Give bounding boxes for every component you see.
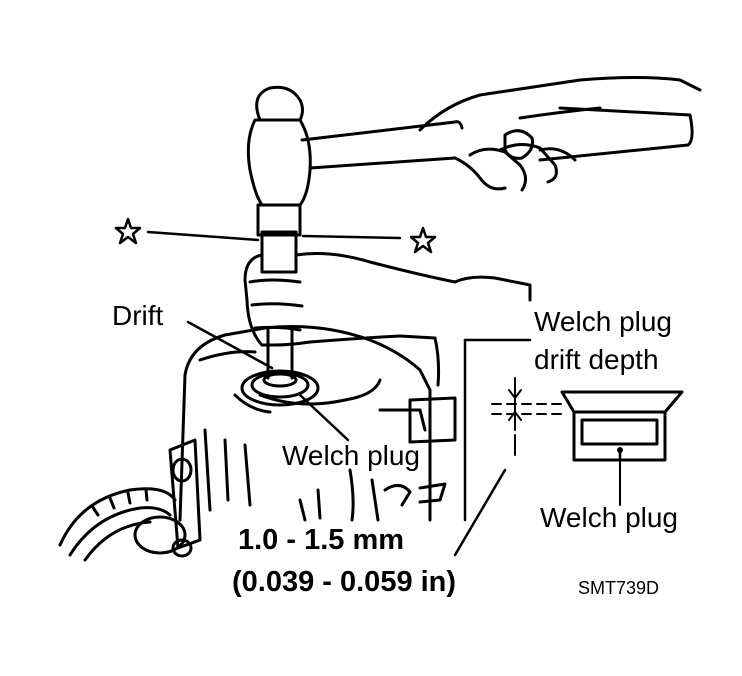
leader-lines bbox=[186, 320, 350, 442]
welch-plug-label: Welch plug bbox=[282, 440, 421, 471]
star-right-icon bbox=[409, 226, 437, 254]
impact-star-icons bbox=[114, 217, 437, 254]
side-mount-boss bbox=[168, 438, 202, 558]
hammer bbox=[246, 85, 694, 237]
transmission-case bbox=[178, 325, 457, 522]
drift-depth-title-line2: drift depth bbox=[534, 344, 659, 375]
lower-hand bbox=[243, 252, 532, 387]
welch-plug-bore bbox=[240, 369, 320, 407]
drift-tool bbox=[260, 230, 298, 388]
drift-depth-title-line1: Welch plug bbox=[534, 306, 673, 337]
gear-flange bbox=[58, 487, 187, 562]
figure-code: SMT739D bbox=[578, 578, 660, 598]
depth-spec-mm: 1.0 - 1.5 mm bbox=[238, 524, 405, 556]
welch-plug-detail-label: Welch plug bbox=[540, 502, 679, 533]
star-left-icon bbox=[114, 217, 142, 245]
drift-label: Drift bbox=[112, 300, 164, 331]
upper-hand bbox=[418, 76, 702, 192]
depth-spec-in: (0.039 - 0.059 in) bbox=[232, 566, 457, 598]
drift-depth-detail bbox=[453, 338, 684, 557]
